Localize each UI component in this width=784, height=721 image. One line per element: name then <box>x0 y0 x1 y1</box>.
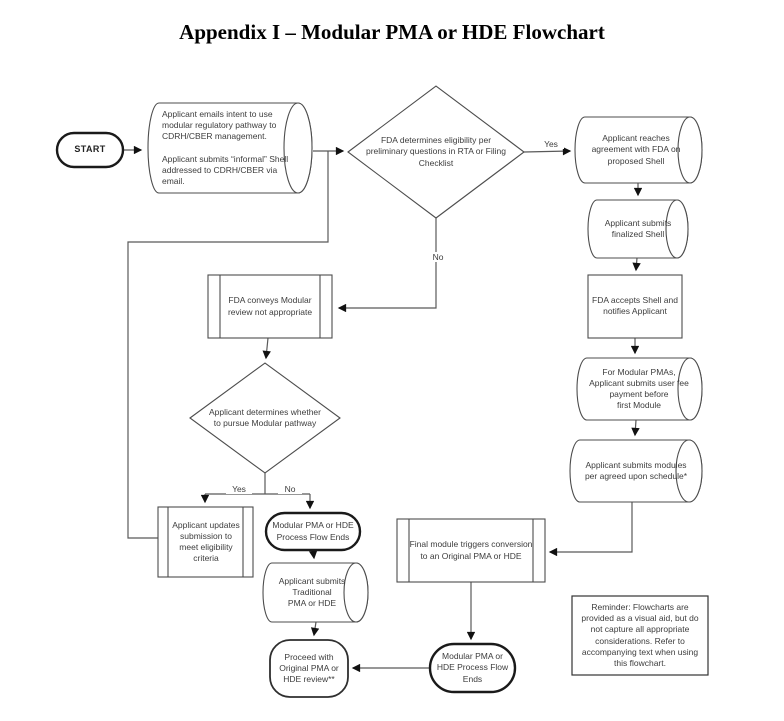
start-label: START <box>74 144 106 155</box>
connector-eligibility-yes <box>523 146 572 156</box>
connector-traditional-to-proceed <box>310 621 320 637</box>
connector-updates-feedback <box>127 151 329 539</box>
terminator-proceed-original-text: Proceed with Original PMA or HDE review*… <box>279 651 339 685</box>
process-updates-submission-shape <box>157 506 254 578</box>
cylinder-submits-modules-shape <box>569 439 703 503</box>
connector-modules-to-final <box>548 502 633 557</box>
decision-pursue-text: Applicant determines whether to pursue M… <box>209 406 321 428</box>
node-finalized-shell-text: Applicant submits finalized Shell <box>604 217 672 239</box>
terminator-flow-ends-1-shape <box>264 511 362 552</box>
node-intent-text: Applicant emails intent to use modular r… <box>162 109 289 186</box>
connector-ends1-to-traditional <box>308 549 318 560</box>
node-not-appropriate-text: FDA conveys Modular review not appropria… <box>227 295 313 317</box>
decision-pursue-shape <box>189 362 341 474</box>
cylinder-agreement-shape <box>574 116 703 184</box>
node-accepts-shell-text: FDA accepts Shell and notifies Applicant <box>592 294 678 316</box>
connector-pursue-stem <box>205 473 310 495</box>
terminator-flow-ends-2-shape <box>428 642 517 694</box>
process-accepts-shell-shape <box>587 274 683 339</box>
node-agreement-text: Applicant reaches agreement with FDA on … <box>591 133 681 166</box>
cylinder-intent-shape <box>147 102 313 194</box>
cylinder-finalized-shell-shape <box>587 199 689 259</box>
edge-label-pursue-yes: Yes <box>226 484 252 494</box>
cylinder-traditional-shape <box>262 562 369 623</box>
reminder-note-shape <box>571 595 709 676</box>
terminator-flow-ends-2-text: Modular PMA or HDE Process Flow Ends <box>436 651 509 684</box>
node-final-module-text: Final module triggers conversion to an O… <box>409 539 533 561</box>
decision-eligibility-shape <box>347 85 525 219</box>
decision-eligibility-text: FDA determines eligibility per prelimina… <box>366 135 506 168</box>
terminator-proceed-original-shape <box>269 639 349 698</box>
start-terminator-shape <box>55 131 125 169</box>
process-not-appropriate-shape <box>207 274 333 339</box>
edge-label-eligibility-no: No <box>426 252 450 262</box>
connector-eligibility-no <box>337 218 437 313</box>
cylinder-user-fee-shape <box>576 357 703 421</box>
edge-label-eligibility-yes: Yes <box>538 139 564 149</box>
connector-notappropriate-to-pursue <box>262 337 271 360</box>
node-user-fee-text: For Modular PMAs, Applicant submits user… <box>589 366 689 411</box>
node-updates-submission-text: Applicant updates submission to meet eli… <box>172 519 240 564</box>
process-final-module-shape <box>396 518 546 583</box>
page-title: Appendix I – Modular PMA or HDE Flowchar… <box>179 20 605 44</box>
terminator-flow-ends-1-text: Modular PMA or HDE Process Flow Ends <box>272 520 354 542</box>
connectors-layer <box>123 145 643 673</box>
node-submits-modules-text: Applicant submits modules per agreed upo… <box>584 459 688 481</box>
edge-label-pursue-no: No <box>278 484 302 494</box>
node-traditional-text: Applicant submits Traditional PMA or HDE <box>278 575 346 609</box>
connector-finalized-to-accepts <box>632 257 641 272</box>
reminder-note-text: Reminder: Flowcharts are provided as a v… <box>581 602 699 668</box>
connector-userfee-to-modules <box>631 419 640 437</box>
